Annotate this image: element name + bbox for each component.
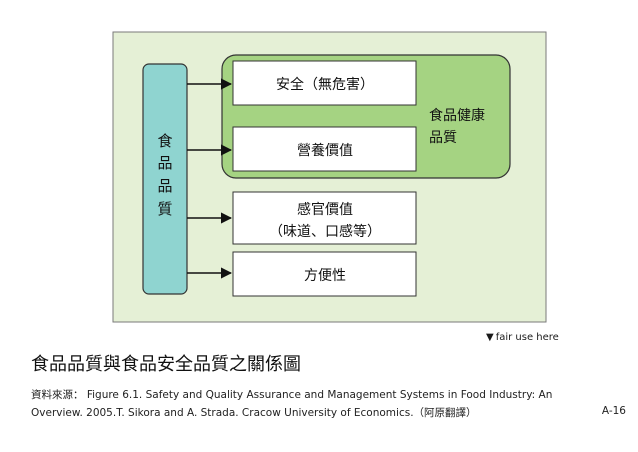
convenience-box [232, 251, 417, 297]
health-quality-label-line2: 品質 [429, 130, 457, 146]
sensory-box [232, 191, 417, 245]
food-quality-char-1: 食 [157, 132, 172, 150]
source-citation-line-2: Overview. 2005.T. Sikora and A. Strada. … [31, 407, 477, 419]
source-citation-line-1: 資料來源： Figure 6.1. Safety and Quality Ass… [31, 389, 553, 401]
safety-label: 安全（無危害） [276, 76, 374, 93]
food-quality-diagram: 食 品 品 質 安全（無危害） 營養價值 感官價值 （味道、口感等） 方便性 食… [112, 31, 547, 323]
health-quality-label-line1: 食品健康 [429, 107, 485, 124]
food-quality-char-3: 品 [157, 177, 172, 195]
fair-use-note[interactable]: ▼fair use here [486, 332, 559, 343]
nutrition-label: 營養價值 [297, 142, 353, 159]
figure-caption: 食品品質與食品安全品質之關係圖 [31, 354, 301, 375]
safety-box [232, 60, 417, 106]
food-quality-bar [142, 63, 188, 295]
food-quality-char-4: 質 [157, 200, 172, 218]
food-quality-char-2: 品 [157, 154, 172, 172]
sensory-label-line1: 感官價值 [297, 201, 353, 218]
nutrition-box [232, 126, 417, 172]
page-number: A-16 [601, 405, 626, 417]
fair-use-text: fair use here [495, 332, 559, 343]
sensory-label-line2: （味道、口感等） [269, 223, 381, 240]
convenience-label: 方便性 [304, 268, 346, 284]
fair-use-marker-icon: ▼ [486, 332, 494, 343]
